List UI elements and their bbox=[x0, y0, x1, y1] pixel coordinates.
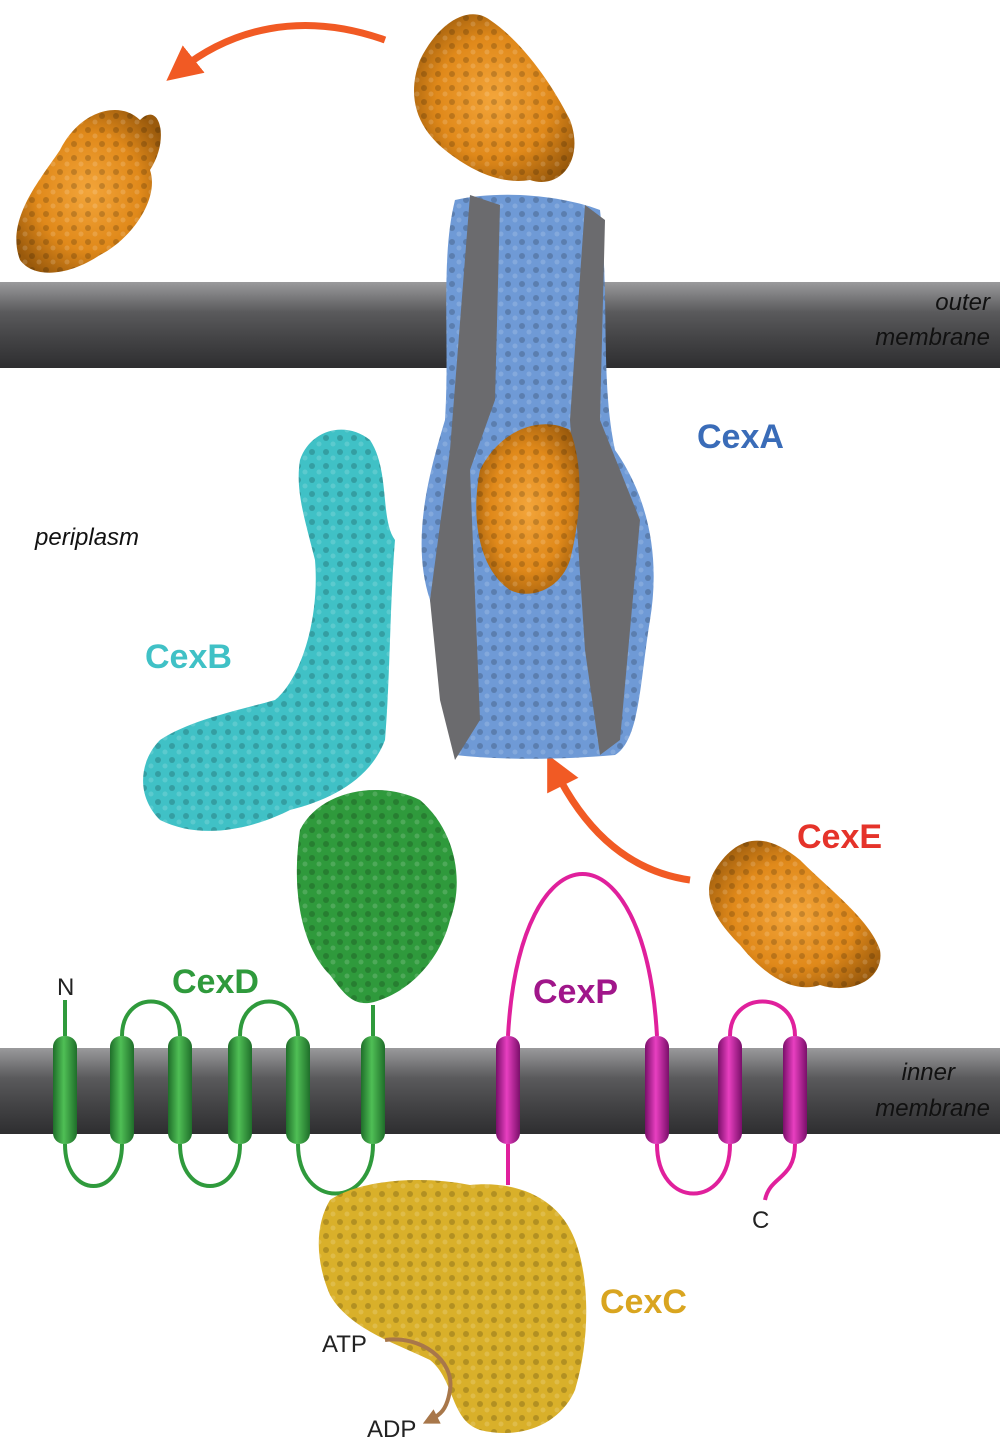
cexD-label: CexD bbox=[172, 963, 259, 1001]
cexA-label: CexA bbox=[697, 418, 784, 456]
inner-membrane-label-line1: inner bbox=[902, 1059, 956, 1086]
secretion-arrow-top bbox=[166, 22, 387, 81]
cexP-helix-3 bbox=[718, 1036, 742, 1144]
cexP-helix-4 bbox=[783, 1036, 807, 1144]
cexP-label: CexP bbox=[533, 973, 618, 1011]
c-terminus-label: C bbox=[752, 1207, 769, 1234]
n-terminus-label: N bbox=[57, 974, 74, 1001]
cexP-helices bbox=[496, 1036, 807, 1144]
atp-adp-arrow bbox=[384, 1337, 453, 1424]
cexB-label: CexB bbox=[145, 638, 232, 676]
cexD-helix-3 bbox=[168, 1036, 192, 1144]
outer-membrane-label-line2: membrane bbox=[875, 324, 990, 351]
periplasm-label: periplasm bbox=[34, 524, 139, 551]
inner-membrane-label-line2: membrane bbox=[875, 1095, 990, 1122]
cexD-helix-5 bbox=[286, 1036, 310, 1144]
cexP-topology bbox=[506, 872, 797, 1201]
cexD-topology bbox=[63, 999, 375, 1196]
cexC-label: CexC bbox=[600, 1283, 687, 1321]
cexD-helix-4 bbox=[228, 1036, 252, 1144]
cexD-periplasmic-domain bbox=[296, 790, 457, 1004]
cexD-helix-1 bbox=[53, 1036, 77, 1144]
cexE-molecule-top-left bbox=[16, 110, 161, 273]
secretion-arrow-right bbox=[547, 754, 691, 884]
outer-membrane-label-line1: outer bbox=[935, 289, 991, 316]
cexA-channel bbox=[421, 194, 654, 760]
cexD-helices bbox=[53, 1036, 385, 1144]
atp-label: ATP bbox=[322, 1331, 367, 1358]
cexP-helix-2 bbox=[645, 1036, 669, 1144]
cexE-molecule-right bbox=[709, 840, 881, 989]
adp-label: ADP bbox=[367, 1416, 416, 1443]
cexE-molecule-top bbox=[414, 14, 575, 182]
cexD-helix-6 bbox=[361, 1036, 385, 1144]
cexB-protein bbox=[143, 429, 395, 831]
cexD-helix-2 bbox=[110, 1036, 134, 1144]
cexC-protein bbox=[318, 1180, 587, 1434]
cexE-label: CexE bbox=[797, 818, 882, 856]
cexP-helix-1 bbox=[496, 1036, 520, 1144]
